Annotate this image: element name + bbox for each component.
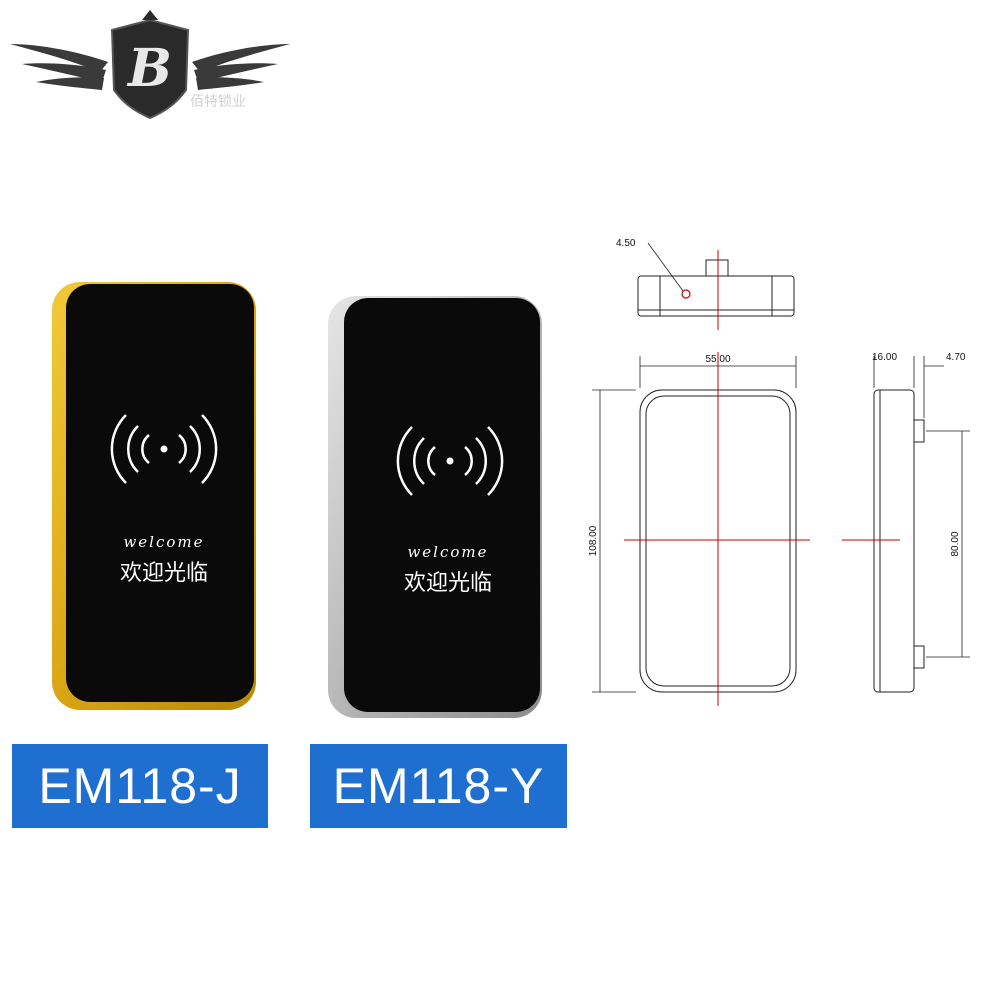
greeting-text: 欢迎光临 [120,561,208,586]
logo-brand-name: 佰特锁业 [190,94,246,110]
left-wing-icon [10,44,108,90]
rfid-wave-icon [110,414,218,484]
hole-marker [681,289,691,299]
model-label-em118-y: EM118-Y [310,744,567,828]
welcome-text: welcome [407,543,488,561]
dim-stud-height: 4.70 [946,352,966,363]
welcome-text: welcome [123,533,204,551]
dim-hole: 4.50 [616,238,636,249]
greeting-text: 欢迎光临 [404,571,492,596]
dim-depth: 16.00 [872,352,897,363]
shield-icon [110,18,190,120]
rfid-wave-icon [396,426,504,496]
technical-drawing: 4.50 55.00 108.00 16.00 4.70 80.00 [588,238,970,706]
lock-em118-j: welcome 欢迎光临 [52,282,256,710]
dim-height: 108.00 [588,525,599,556]
dim-width: 55.00 [705,354,730,365]
dim-stud-spacing: 80.00 [950,531,961,556]
product-renders: welcome 欢迎光临 welcome 欢迎光临 [52,282,542,718]
logo-monogram: B [126,38,172,99]
side-view [873,389,925,693]
brand-logo: B 佰特锁业 [10,10,290,120]
top-view [637,259,795,317]
lock-em118-y: welcome 欢迎光临 [328,296,542,718]
model-label-em118-j: EM118-J [12,744,268,828]
right-wing-icon [192,44,290,90]
